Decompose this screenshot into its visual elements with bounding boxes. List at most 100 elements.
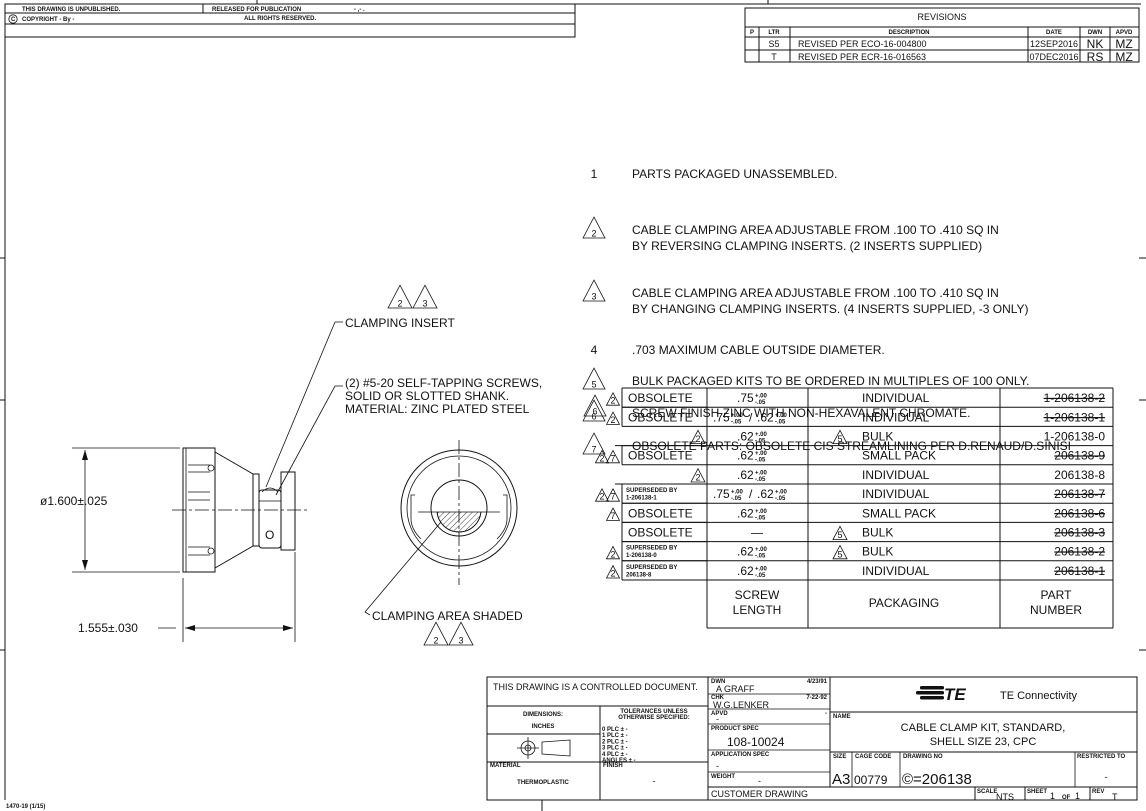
tolerance-lower: -.05 [755,515,766,521]
customer-drawing-label: CUSTOMER DRAWING [711,789,808,799]
rev-ltr: T [771,52,777,62]
application-spec-value: - [716,761,719,771]
rev-dwn: RS [1087,50,1104,64]
chk-label: CHK [711,695,725,701]
length-dimension: 1.555±.030 [78,621,138,635]
note-text: CABLE CLAMPING AREA ADJUSTABLE FROM .100… [632,286,999,300]
note-item: 4.703 MAXIMUM CABLE OUTSIDE DIAMETER. [591,343,885,357]
tolerance-lower: -.05 [755,554,766,560]
sheet-of: OF [1062,795,1071,801]
leaders [265,321,442,616]
revision-flag-icon: 2 [387,284,413,309]
part-number: 206138-2 [1054,545,1105,559]
finish-value: - [653,776,656,786]
sheet-number: 1 [1050,791,1055,801]
weight-label: WEIGHT [711,774,735,780]
rev-col-p: P [750,30,754,36]
revision-flag-icon: 7 [605,487,621,502]
header-packaging: PACKAGING [869,596,939,610]
restricted-to-value: - [1105,772,1108,782]
screw-length: .75+.00-.05 [737,391,768,406]
end-view [400,440,518,585]
flag-number: 6 [591,412,596,422]
flag-number: 2 [610,549,615,559]
flag-number: 7 [610,453,615,463]
note-text: .703 MAXIMUM CABLE OUTSIDE DIAMETER. [632,343,885,357]
unpublished-text: THIS DRAWING IS UNPUBLISHED. [22,7,121,13]
flag-number: 2 [599,453,604,463]
company-name: TE Connectivity [1000,690,1078,702]
revision-flag-icon: 2 [594,449,610,463]
revision-flag-icon: 3 [582,279,606,302]
flag-number: 2 [695,473,700,483]
flag-number: 6 [592,407,597,417]
released-label: RELEASED FOR PUBLICATION [212,7,301,13]
rev-date: 07DEC2016 [1029,52,1078,62]
tolerance-upper: +.00 [755,451,768,457]
clamping-insert-label: CLAMPING INSERT [345,316,455,330]
dwn-label: DWN [711,679,725,685]
row-description: SUPERSEDED BY [626,488,677,494]
rev-date: 12SEP2016 [1030,39,1078,49]
revision-flag-icon: 5 [832,544,848,559]
part-number: 206138-7 [1054,487,1105,501]
side-view: O ø1.600±.025 1.555±.030 [40,447,310,642]
screw-length: .62+.00-.05 [737,430,768,445]
tolerance-row: 4 PLC ± - [602,752,628,758]
cage-code-label: CAGE CODE [855,754,891,760]
packaging: INDIVIDUAL [862,410,930,424]
tolerance-list: 0 PLC ± -1 PLC ± -2 PLC ± -3 PLC ± -4 PL… [602,727,636,764]
note-text: SCREW FINISH ZINC WITH NON-HEXAVALENT CH… [632,406,970,420]
flag-number: 7 [591,445,596,455]
dwn-name: A GRAFF [716,684,755,694]
screw-length-base: .75 [713,487,730,501]
flag-number: 5 [837,434,842,444]
material-value: THERMOPLASTIC [517,780,569,786]
material-label: MATERIAL [490,763,521,769]
part-number: 1-206138-0 [1044,430,1106,444]
flag-number: 7 [610,511,615,521]
note-text: BULK PACKAGED KITS TO BE ORDERED IN MULT… [632,374,1029,388]
rev-col-description: DESCRIPTION [888,30,929,36]
product-spec-label: PRODUCT SPEC [711,726,759,732]
name-label: NAME [833,714,851,720]
svg-text:C: C [11,17,16,23]
tolerance-row: 3 PLC ± - [602,746,628,752]
te-logo-text: TE [944,685,966,704]
revision-flag-icon: 5 [832,429,848,444]
row-description: 1-206138-1 [626,496,657,502]
packaging: BULK [862,526,893,540]
rev-col-date: DATE [1046,30,1062,36]
product-spec-value: 108-10024 [727,735,785,749]
row-description: 1-206138-0 [626,553,657,559]
flag-number: 5 [837,549,842,559]
drawing-no-label: DRAWING NO [903,754,943,760]
revision-flag-icon: 2 [423,621,449,646]
part-number: 206138-8 [1054,468,1105,482]
weight-value: - [758,776,761,786]
tolerance-row: 1 PLC ± - [602,733,628,739]
tolerance-upper: +.00 [755,394,768,400]
screw-length-base: .62 [737,468,754,482]
tolerance-lower: -.05 [775,419,786,425]
part-name-line1: CABLE CLAMP KIT, STANDARD, [901,722,1066,734]
screw-length-base: .62 [737,564,754,578]
rev-desc: REVISED PER ECR-16-016563 [798,52,926,62]
screws-label-line3: MATERIAL: ZINC PLATED STEEL [345,402,530,416]
svg-text:/: / [749,410,753,424]
flag-number: 3 [458,636,463,646]
copyright-icon [8,14,18,24]
rev-ltr: S5 [768,39,779,49]
screw-length-base: .62 [737,545,754,559]
screw-length: — [751,526,763,540]
rights-text: ALL RIGHTS RESERVED. [244,16,316,22]
revision-flag-icon: 6 [583,394,607,417]
